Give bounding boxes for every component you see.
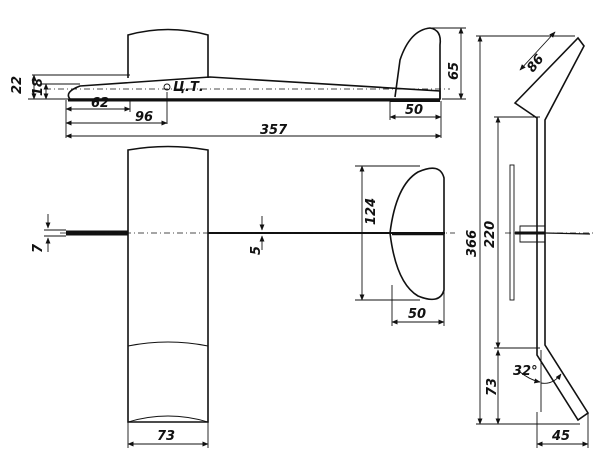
dim-357-label: 357 (260, 123, 288, 138)
dim-18-label: 18 (31, 78, 46, 96)
dim-22-label: 22 (10, 76, 25, 94)
angle-leader (519, 371, 541, 384)
dim-73-front-label: 73 (485, 378, 500, 396)
plan-view: 7 5 124 50 73 (31, 145, 455, 448)
wing-break-line (127, 341, 209, 347)
front-view-boom (544, 232, 591, 235)
dim-5-label: 5 (249, 246, 264, 255)
front-view-fin (509, 164, 515, 301)
plan-view-wing (127, 145, 209, 423)
side-view-fuselage (67, 76, 441, 100)
side-view-wing (127, 28, 209, 78)
cg-marker-icon (163, 83, 171, 91)
front-view-fuselage (519, 225, 546, 243)
dim-50-plan-label: 50 (408, 307, 426, 322)
dim-50-side-label: 50 (405, 103, 423, 118)
dim-45-label: 45 (551, 429, 570, 444)
dim-124-label: 124 (364, 198, 379, 225)
dim-73-plan-label: 73 (157, 429, 175, 444)
dim-line-86 (519, 31, 556, 71)
dim-220-label: 220 (483, 221, 498, 248)
dim-7-label: 7 (31, 243, 46, 253)
cg-label: Ц.Т. (173, 80, 204, 95)
dim-62-label: 62 (91, 96, 109, 111)
front-view-wing (513, 36, 590, 422)
wing-tip-curve (127, 415, 209, 423)
dihedral-angle-label: 32° (513, 364, 538, 379)
dim-366-label: 366 (465, 230, 480, 257)
dim-86-label: 86 (524, 52, 547, 75)
front-view: 86 366 220 73 32° 45 (465, 31, 595, 448)
angle-arc (540, 373, 562, 384)
side-view: Ц.Т. 22 18 62 96 357 50 65 (10, 27, 466, 139)
dim-96-label: 96 (135, 110, 153, 125)
dim-65-label: 65 (447, 62, 462, 80)
